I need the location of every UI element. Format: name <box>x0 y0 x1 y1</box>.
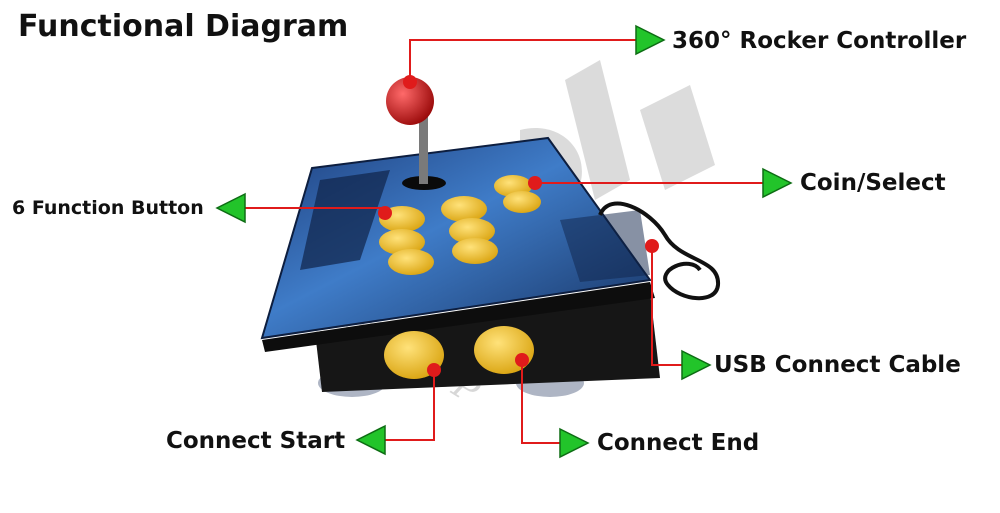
function-button-6 <box>452 238 498 264</box>
label-connect-end: Connect End <box>597 430 760 456</box>
function-button-4 <box>449 218 495 244</box>
dot-function <box>378 206 392 220</box>
arrow-markers <box>215 24 793 459</box>
function-buttons <box>379 196 498 275</box>
leader-end <box>521 360 560 444</box>
label-rocker-controller: 360° Rocker Controller <box>672 28 967 54</box>
leader-start <box>385 370 435 441</box>
diagram-title: Functional Diagram <box>18 9 349 44</box>
leader-dots <box>378 75 659 377</box>
dot-usb <box>645 239 659 253</box>
arrow-start-icon <box>355 424 386 456</box>
arrow-coin-icon <box>762 167 793 199</box>
function-button-3 <box>379 229 425 255</box>
function-button-5 <box>388 249 434 275</box>
dot-start <box>427 363 441 377</box>
leader-lines <box>245 39 763 444</box>
dot-coin <box>528 176 542 190</box>
select-button <box>503 191 541 213</box>
function-button-2 <box>441 196 487 222</box>
label-usb-cable: USB Connect Cable <box>714 352 961 378</box>
joystick-shaft <box>419 112 428 184</box>
arrow-end-icon <box>559 427 590 459</box>
leader-rocker <box>409 39 636 82</box>
joystick <box>386 77 446 190</box>
arrow-usb-icon <box>681 349 712 381</box>
label-connect-start: Connect Start <box>166 428 346 454</box>
end-button <box>474 326 534 374</box>
joystick-ball <box>386 77 434 125</box>
usb-cable <box>598 201 721 301</box>
dot-end <box>515 353 529 367</box>
coin-select-buttons <box>494 175 541 213</box>
arrow-function-icon <box>215 192 246 224</box>
arrow-rocker-icon <box>635 24 666 56</box>
label-function-buttons: 6 Function Button <box>12 197 204 219</box>
leader-usb <box>651 246 682 366</box>
label-coin-select: Coin/Select <box>800 170 946 196</box>
dot-rocker <box>403 75 417 89</box>
